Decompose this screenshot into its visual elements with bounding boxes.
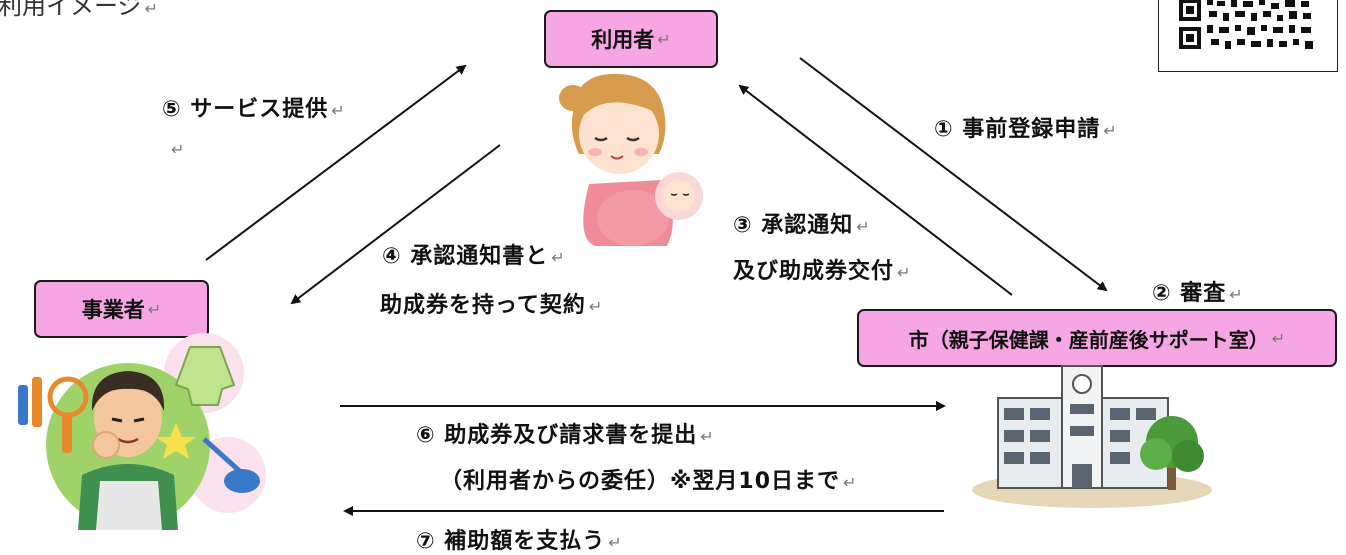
node-business: 事業者↵ <box>34 280 209 338</box>
arrow-step4 <box>290 144 501 305</box>
qr-code <box>1158 0 1338 72</box>
user-illustration <box>559 73 703 246</box>
label-step1: ① 事前登録申請↵ <box>934 117 1118 142</box>
label-step7: ⑦ 補助額を支払う↵ <box>416 529 623 554</box>
label-step2: ② 審査↵ <box>1152 281 1244 306</box>
business-illustration <box>18 333 266 530</box>
node-city: 市（親子保健課・産前産後サポート室）↵ <box>857 309 1337 367</box>
label-step4-line2: 助成券を持って契約↵ <box>380 293 604 318</box>
label-step6-line1: ⑥ 助成券及び請求書を提出↵ <box>416 423 715 448</box>
city-office-illustration <box>972 365 1212 508</box>
label-step6-line2: （利用者からの委任）※翌月10日まで↵ <box>440 469 858 494</box>
label-step5: ⑤ サービス提供↵ <box>162 97 346 122</box>
arrow-step3 <box>738 84 1013 296</box>
arrow-step1 <box>799 57 1108 292</box>
caption: 利用イメージ↵ <box>0 0 158 20</box>
node-user: 利用者↵ <box>544 10 718 68</box>
label-step4-line1: ④ 承認通知書と↵ <box>382 244 566 269</box>
label-step3-line2: 及び助成券交付↵ <box>733 259 912 284</box>
arrow-step5 <box>205 64 467 261</box>
empty-line-mark: ↵ <box>171 140 185 159</box>
label-step3-line1: ③ 承認通知↵ <box>733 213 871 238</box>
